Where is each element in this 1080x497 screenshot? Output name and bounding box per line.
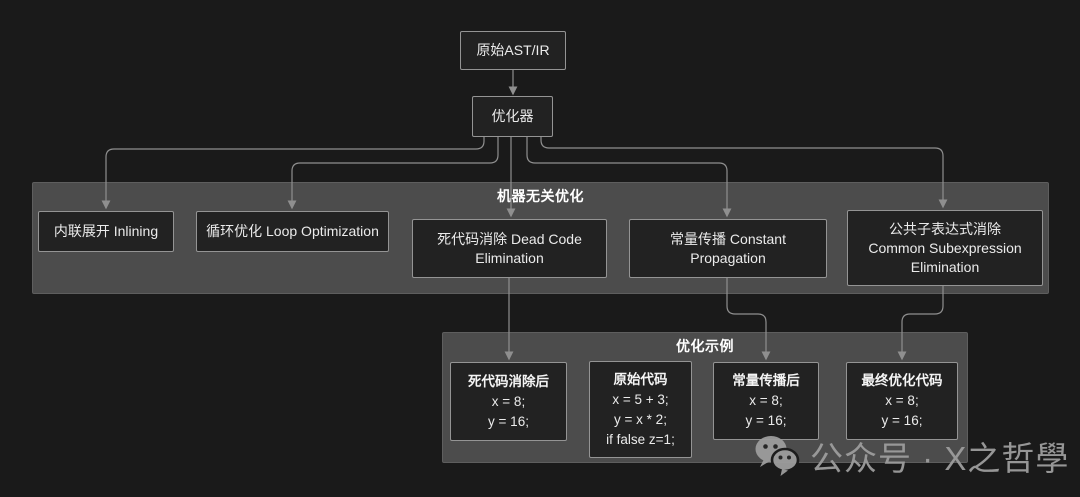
label-line: y = 16; [745,413,787,428]
label-line: 公共子表达式消除 [889,220,1001,237]
node-label: 原始AST/IR [476,42,550,58]
label-line: x = 8; [885,393,919,408]
label-line: 内联展开 Inlining [53,223,159,239]
node-inlining: 内联展开 Inlining [38,211,174,252]
node-original-ast-ir: 原始AST/IR [460,31,566,70]
label-line: x = 8; [749,393,783,408]
group-machine-independent-title: 机器无关优化 [497,188,584,204]
label-line: y = 16; [881,413,923,428]
label-line: 循环优化 Loop Optimization [206,223,379,239]
label-line: 原始代码 [613,371,668,387]
node-after-dead-code-elimination: 死代码消除后 x = 8; y = 16; [450,362,567,441]
watermark: 公众号 · X之哲學 [754,430,1069,482]
label-line: 死代码消除后 [468,373,549,389]
label-line: x = 8; [491,393,526,409]
label-line: Propagation [690,249,766,266]
node-label: 优化器 [491,108,534,124]
node-optimizer: 优化器 [472,96,553,137]
watermark-text: 公众号 · X之哲學 [810,440,1070,477]
label-line: 常量传播后 [732,373,800,388]
node-original-code: 原始代码 x = 5 + 3; y = x * 2; if false z=1; [589,361,692,458]
group-optimization-examples-title: 优化示例 [676,338,734,354]
wechat-icon [755,436,800,476]
label-line: y = x * 2; [614,411,667,427]
label-line: 死代码消除 Dead Code [437,230,582,247]
label-line: 常量传播 Constant [670,230,786,247]
node-final-optimized-code: 最终优化代码 x = 8; y = 16; [846,362,958,440]
label-line: y = 16; [488,413,529,429]
node-after-constant-propagation: 常量传播后 x = 8; y = 16; [713,362,819,440]
label-line: Common Subexpression [868,239,1022,256]
node-loop-optimization: 循环优化 Loop Optimization [196,211,389,252]
label-line: if false z=1; [606,431,675,447]
label-line: Elimination [910,258,980,275]
label-line: x = 5 + 3; [612,391,669,407]
label-line: 最终优化代码 [861,373,943,388]
label-line: Elimination [475,249,544,266]
